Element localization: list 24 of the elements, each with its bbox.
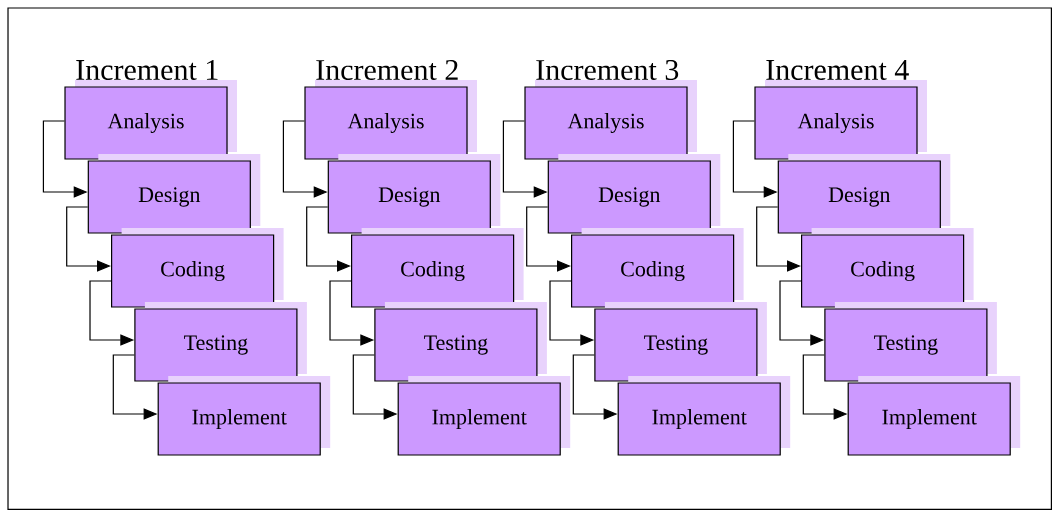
process-box: Analysis xyxy=(304,80,477,160)
process-box: Analysis xyxy=(64,80,237,160)
process-box: Coding xyxy=(111,228,284,308)
process-box: Implement xyxy=(617,376,791,456)
process-box: Coding xyxy=(801,228,974,308)
process-box: Testing xyxy=(594,302,767,382)
process-box: Implement xyxy=(157,376,331,456)
process-box: Implement xyxy=(847,376,1021,456)
process-box: Design xyxy=(547,154,721,234)
process-box: Analysis xyxy=(754,80,927,160)
process-box: Coding xyxy=(571,228,744,308)
increment-title: Increment 4 xyxy=(766,60,909,80)
process-box: Testing xyxy=(134,302,307,382)
process-box: Implement xyxy=(397,376,571,456)
process-box: Design xyxy=(777,154,951,234)
process-box: Design xyxy=(327,154,501,234)
increment-title: Increment 1 xyxy=(76,59,218,81)
process-box: Analysis xyxy=(524,80,697,160)
increment-title: Increment 2 xyxy=(316,59,458,81)
process-box: Coding xyxy=(351,228,524,308)
process-box: Testing xyxy=(824,302,997,382)
process-box: Testing xyxy=(374,302,547,382)
process-box: Design xyxy=(87,154,261,234)
increment-title: Increment 3 xyxy=(536,59,679,81)
